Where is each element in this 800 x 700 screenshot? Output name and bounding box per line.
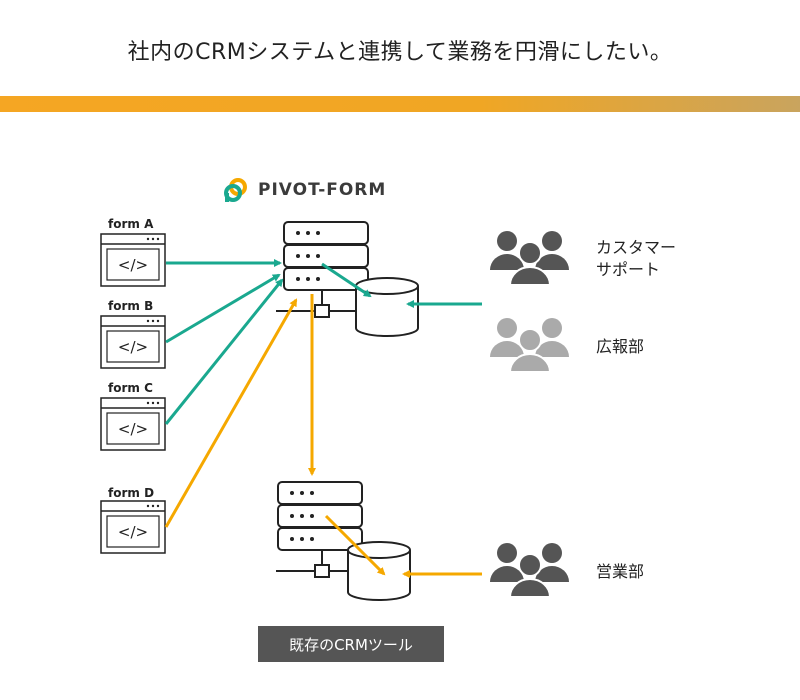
code-icon: </> [118,523,148,541]
logo-text: PIVOT-FORM [258,180,387,200]
pr-label: 広報部 [596,337,645,356]
code-icon: </> [118,420,148,438]
arrow-server-to-db [321,262,372,298]
form-d-window: </> [100,500,166,554]
customer-support-people-icon [490,231,569,286]
pr-people-icon [490,318,569,373]
form-c-label: form C [108,381,153,395]
form-b-label: form B [108,299,154,313]
form-c-window: </> [100,397,166,451]
form-a-label: form A [108,217,154,231]
headline: 社内のCRMシステムと連携して業務を円滑にしたい。 [127,40,673,65]
pivot-form-logo-icon [224,178,247,202]
sales-label: 営業部 [596,562,645,581]
pivot-form-server-icon [276,221,369,318]
sales-people-icon [490,543,569,598]
form-d-label: form D [108,486,155,500]
pivot-form-database-icon [355,277,419,337]
crm-tool-label: 既存のCRMツール [258,626,444,662]
code-icon: </> [118,338,148,356]
arrow-form-b-to-server [165,273,281,344]
arrow-form-d-to-server [164,298,298,528]
crm-server-icon [276,481,363,578]
accent-band [0,96,800,112]
form-b-window: </> [100,315,166,369]
pivot-form-logo: PIVOT-FORM [222,175,386,205]
form-a-window: </> [100,233,166,287]
code-icon: </> [118,256,148,274]
customer-support-label: カスタマー サポート [596,238,677,279]
arrow-crm-server-to-db [324,514,386,576]
arrow-form-c-to-server [164,278,284,425]
